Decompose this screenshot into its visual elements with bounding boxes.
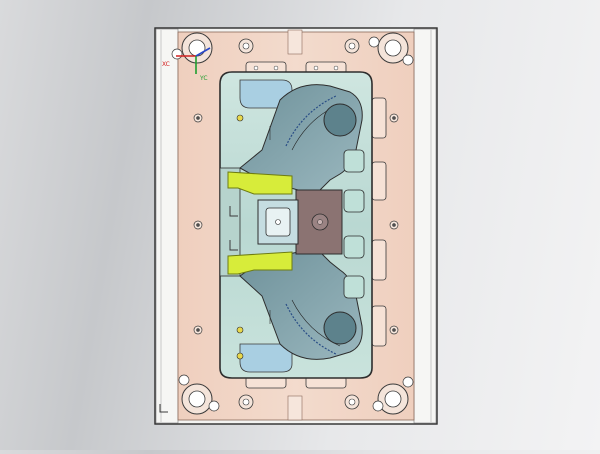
boss-arm-bottom (323, 311, 357, 345)
cooling-channel (285, 95, 337, 355)
corner-marker-icon (159, 206, 238, 413)
leader-pin-icon[interactable] (178, 374, 220, 415)
leader-pin-icon[interactable] (368, 32, 414, 66)
clamp-tab-top-right (305, 61, 347, 75)
slider-upper[interactable] (227, 171, 293, 195)
left-rail (155, 28, 179, 424)
boss-bottom-right (344, 394, 360, 410)
slider-lower[interactable] (227, 251, 293, 275)
coordinate-triad-icon: XC YC (162, 47, 211, 82)
side-tabs-right (371, 97, 387, 347)
boss-top-left (238, 38, 254, 54)
leader-pin-icon[interactable] (372, 376, 414, 415)
boss-top-right (344, 38, 360, 54)
boss-bottom-left (238, 394, 254, 410)
boss-arm-top (323, 103, 357, 137)
axis-x-label: XC (162, 61, 170, 68)
screw-holes (193, 113, 399, 335)
cavity-notches (343, 149, 365, 299)
right-rail (413, 28, 437, 424)
top-slot (287, 29, 303, 55)
bottom-slot (287, 395, 303, 421)
clamp-tab-top-left (245, 61, 287, 75)
axis-y-label: YC (199, 75, 208, 82)
ejector-pin-icon[interactable] (236, 114, 244, 360)
left-gib (219, 167, 241, 277)
